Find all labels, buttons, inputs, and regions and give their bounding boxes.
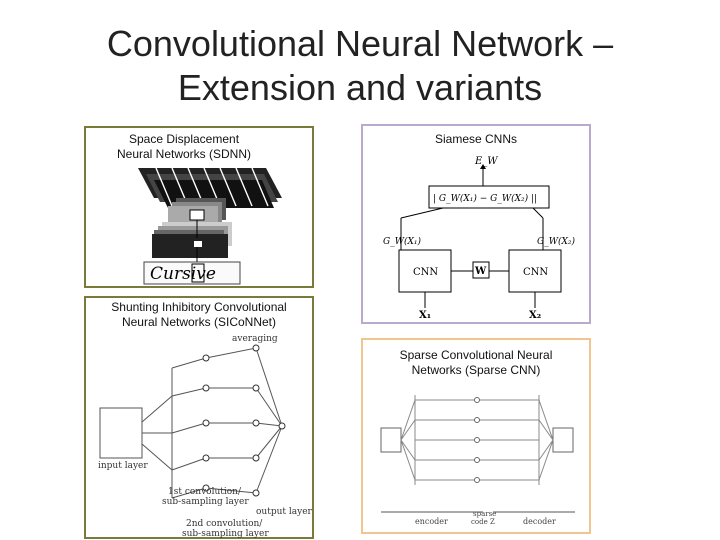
sparse-output-box xyxy=(552,427,574,453)
siamese-ew-label: E_W xyxy=(474,156,498,167)
sparse-diagram: encoder sparse code Z decoder xyxy=(380,395,575,526)
sparse-label-line2: Networks (Sparse CNN) xyxy=(411,363,541,377)
slide-title-line2: Extension and variants xyxy=(177,67,543,108)
sicnn-nodes xyxy=(202,344,286,497)
sparse-decoder-label: decoder xyxy=(523,517,556,526)
siamese-x1-label: X₁ xyxy=(419,310,431,321)
siamese-g2-label: G_W(X₂) xyxy=(537,236,575,247)
sdnn-label-line1: Space Displacement xyxy=(128,132,240,146)
sdnn-handwriting-text: Cursive xyxy=(150,264,216,284)
sparse-code-nodes xyxy=(474,397,480,483)
siamese-x2-label: X₂ xyxy=(529,310,541,321)
siamese-distance-box xyxy=(428,185,550,209)
sicnn-input-layer-box xyxy=(99,407,143,459)
slide-title-line1: Convolutional Neural Network – xyxy=(106,23,614,64)
siamese-distance-text: | G_W(X₁) − G_W(X₂) || xyxy=(433,193,537,204)
sicnn-conv1-label-line2: sub-sampling layer xyxy=(162,497,249,507)
sdnn-diagram: Cursive xyxy=(138,167,282,285)
sicnn-diagram: averaging input layer 1st convolution/ s… xyxy=(98,334,312,538)
sparse-input-box xyxy=(380,427,402,453)
sicnn-panel: Shunting Inhibitory Convolutional Neural… xyxy=(84,296,314,539)
sparse-code-label-line2: code Z xyxy=(471,518,495,526)
sicnn-averaging-label: averaging xyxy=(232,334,278,344)
sparse-label-line1: Sparse Convolutional Neural xyxy=(399,348,553,362)
siamese-shared-weights-box xyxy=(472,261,490,279)
siamese-cnn-left-text: CNN xyxy=(413,267,438,278)
sicnn-label-line1: Shunting Inhibitory Convolutional xyxy=(111,300,287,314)
sicnn-label: Shunting Inhibitory Convolutional Neural… xyxy=(86,300,312,330)
sicnn-conv1-label-line1: 1st convolution/ xyxy=(168,487,242,497)
sdnn-panel: Space Displacement Neural Networks (SDNN… xyxy=(84,126,314,288)
sdnn-lower-feature-maps xyxy=(152,222,232,258)
sdnn-label: Space Displacement Neural Networks (SDNN… xyxy=(94,132,274,162)
sicnn-conv2-label-line1: 2nd convolution/ xyxy=(186,519,263,529)
sicnn-input-layer-label: input layer xyxy=(98,461,148,471)
sicnn-output-layer-label: output layer xyxy=(256,507,312,517)
sdnn-label-line2: Neural Networks (SDNN) xyxy=(116,147,252,161)
siamese-panel: Siamese CNNs E_W | G_W(X₁) − G_W(X₂) || … xyxy=(361,124,591,324)
sparse-panel: Sparse Convolutional Neural Networks (Sp… xyxy=(361,338,591,534)
siamese-cnn-right-text: CNN xyxy=(523,267,548,278)
siamese-shared-weights-text: W xyxy=(474,266,487,277)
sparse-code-label-line1: sparse xyxy=(473,510,496,518)
sicnn-conv2-label-line2: sub-sampling layer xyxy=(182,529,269,538)
siamese-g1-label: G_W(X₁) xyxy=(383,236,421,247)
sicnn-label-line2: Neural Networks (SICoNNet) xyxy=(121,315,277,329)
sparse-encoder-label: encoder xyxy=(415,517,448,526)
siamese-diagram: E_W | G_W(X₁) − G_W(X₂) || G_W(X₁) G_W(X… xyxy=(383,156,575,321)
slide-title: Convolutional Neural Network – Extension… xyxy=(0,22,720,110)
sparse-label: Sparse Convolutional Neural Networks (Sp… xyxy=(363,348,589,378)
siamese-label: Siamese CNNs xyxy=(434,132,518,146)
siamese-cnn-right-box xyxy=(508,249,562,293)
